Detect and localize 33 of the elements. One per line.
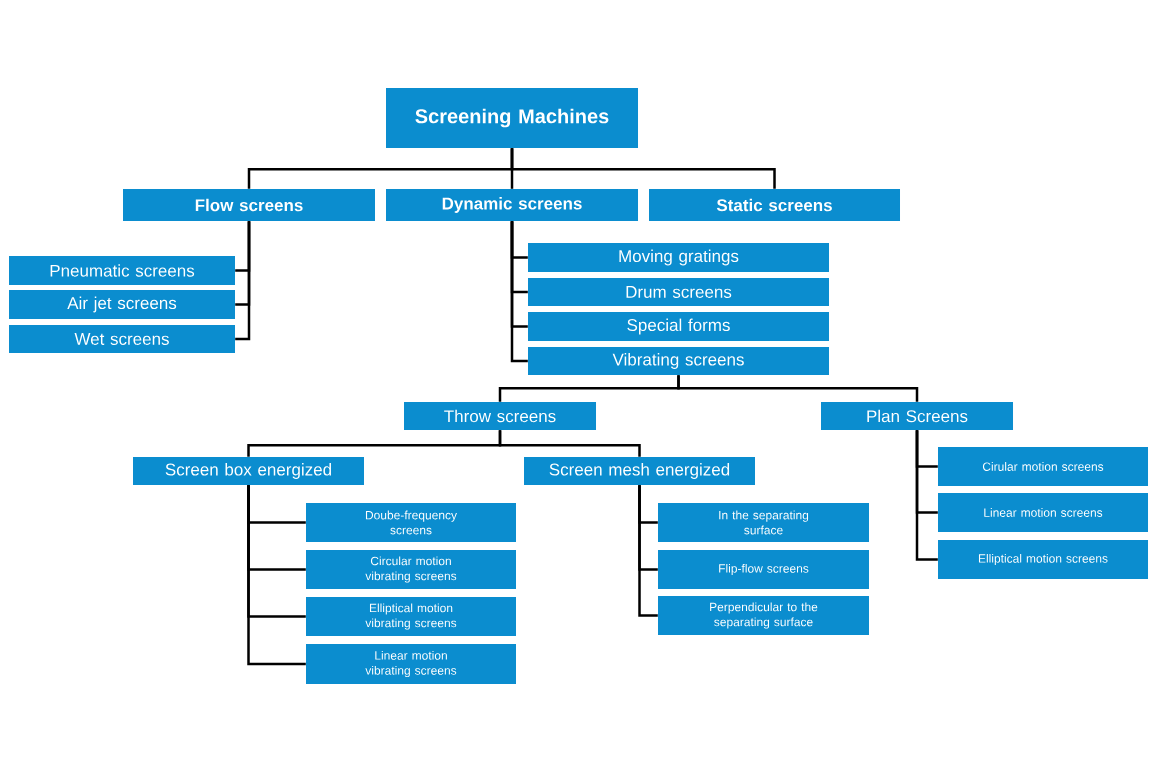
category-box: Moving gratings: [528, 243, 829, 272]
category-box: Special forms: [528, 312, 829, 341]
category-box: Elliptical motion screens: [938, 540, 1148, 579]
connector-line: [498, 430, 641, 457]
connector-line: [677, 375, 919, 402]
category-box: Dynamic screens: [386, 189, 638, 221]
category-box: Elliptical motion vibrating screens: [306, 597, 516, 636]
category-box: Linear motion screens: [938, 493, 1148, 532]
category-box: Flip-flow screens: [658, 550, 869, 589]
category-box: Cirular motion screens: [938, 447, 1148, 486]
category-box: Drum screens: [528, 278, 829, 306]
category-box: Plan Screens: [821, 402, 1013, 430]
connector-line: [247, 485, 306, 666]
category-box: Screen box energized: [133, 457, 364, 485]
connector-line: [235, 221, 251, 341]
connector-line: [638, 485, 658, 617]
category-box: Throw screens: [404, 402, 596, 430]
connector-line: [510, 221, 528, 363]
connector-line: [915, 430, 938, 561]
connector-line: [510, 148, 776, 189]
category-box: Static screens: [649, 189, 900, 221]
category-box: Linear motion vibrating screens: [306, 644, 516, 684]
category-box: Wet screens: [9, 325, 235, 353]
category-box: Vibrating screens: [528, 347, 829, 375]
category-box: Circular motion vibrating screens: [306, 550, 516, 589]
category-box: Air jet screens: [9, 290, 235, 319]
category-box: Doube-frequency screens: [306, 503, 516, 542]
category-box: In the separating surface: [658, 503, 869, 542]
category-box: Screen mesh energized: [524, 457, 755, 485]
category-box: Pneumatic screens: [9, 256, 235, 285]
category-box: Perpendicular to the separating surface: [658, 596, 869, 635]
category-box: Screening Machines: [386, 88, 638, 148]
category-box: Flow screens: [123, 189, 375, 221]
